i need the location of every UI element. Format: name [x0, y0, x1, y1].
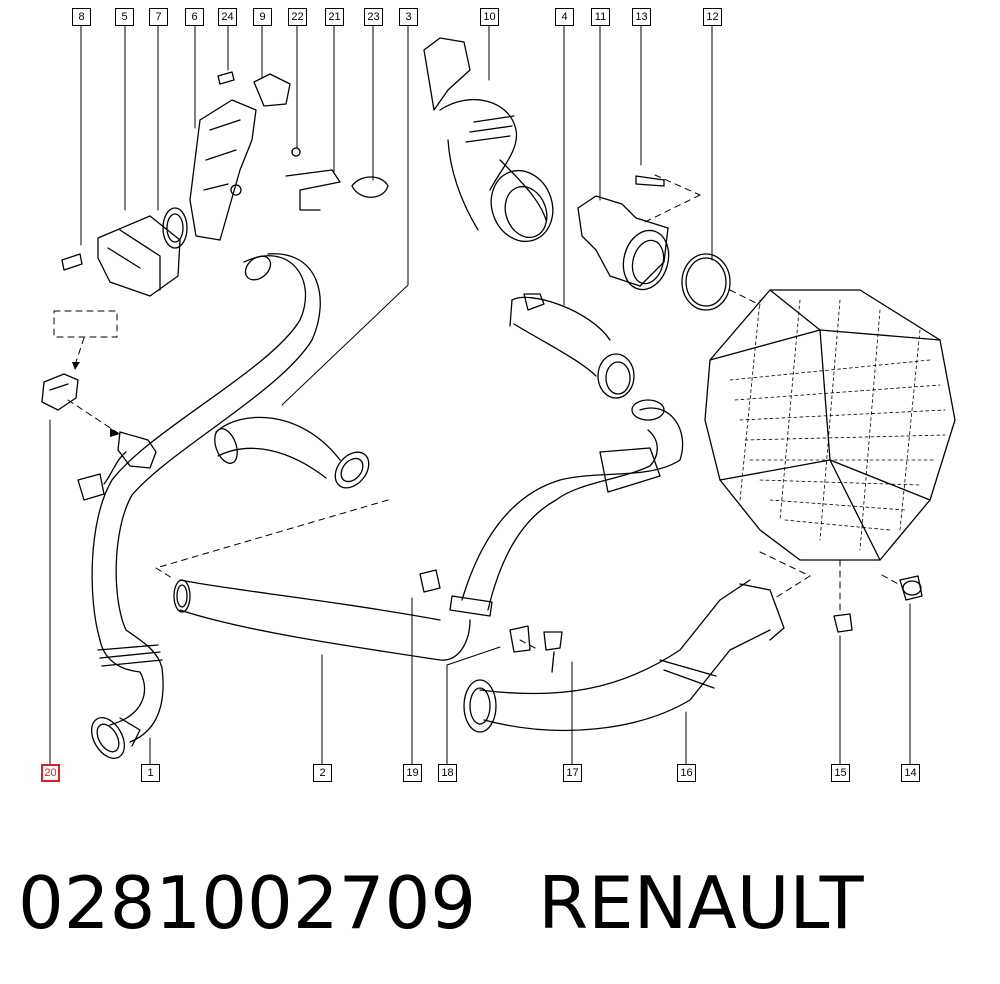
- callout-3: 3: [399, 8, 418, 26]
- callout-5: 5: [115, 8, 134, 26]
- bracket-part-21: [285, 147, 389, 211]
- hose-part-2: [173, 579, 471, 661]
- callout-7: 7: [149, 8, 168, 26]
- sensor-part-20: [41, 373, 157, 501]
- callout-18: 18: [438, 764, 457, 782]
- hose-part-1: [90, 253, 321, 759]
- airflow-meter-part-11: [577, 175, 731, 311]
- callout-10: 10: [480, 8, 499, 26]
- callout-19: 19: [403, 764, 422, 782]
- callout-9: 9: [253, 8, 272, 26]
- callout-12: 12: [703, 8, 722, 26]
- hose-part-19: [419, 399, 684, 617]
- callout-6: 6: [185, 8, 204, 26]
- turbo-pipe-part-10: [423, 37, 554, 243]
- callout-14: 14: [901, 764, 920, 782]
- callout-16: 16: [677, 764, 696, 782]
- part-caption: 0281002709 RENAULT: [18, 858, 864, 948]
- air-filter-box: [704, 289, 956, 633]
- part-number: 0281002709: [18, 861, 477, 945]
- hose-part-3: [214, 416, 370, 489]
- callout-4: 4: [555, 8, 574, 26]
- callout-20-highlighted: 20: [41, 764, 60, 782]
- dashed-assembly-lines: [53, 174, 901, 649]
- brand-name: RENAULT: [538, 861, 864, 945]
- throttle-body-part-5: [61, 207, 188, 297]
- callout-23: 23: [364, 8, 383, 26]
- parts-exploded-diagram: [41, 25, 956, 765]
- callout-15: 15: [831, 764, 850, 782]
- callout-17: 17: [563, 764, 582, 782]
- callout-8: 8: [72, 8, 91, 26]
- leader-lines: [49, 25, 911, 765]
- bracket-part-6: [189, 71, 291, 241]
- pipe-part-16: [463, 579, 785, 733]
- callout-1: 1: [141, 764, 160, 782]
- callout-13: 13: [632, 8, 651, 26]
- callout-22: 22: [288, 8, 307, 26]
- callout-11: 11: [591, 8, 610, 26]
- callout-2: 2: [313, 764, 332, 782]
- callout-21: 21: [325, 8, 344, 26]
- elbow-part-4: [509, 293, 635, 399]
- callout-24: 24: [218, 8, 237, 26]
